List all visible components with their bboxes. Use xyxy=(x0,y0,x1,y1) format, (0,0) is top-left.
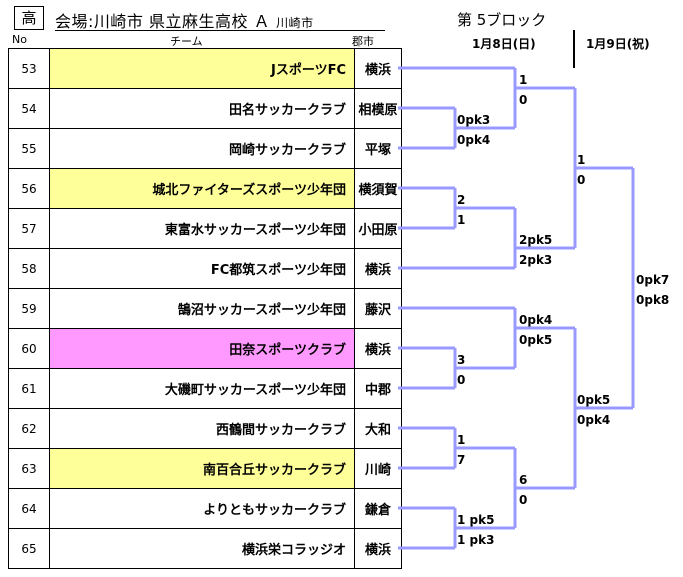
score-label: 0 xyxy=(519,493,527,507)
team-name: 大磯町サッカースポーツ少年団 xyxy=(49,368,355,409)
team-name: 南百合丘サッカークラブ xyxy=(49,448,355,489)
score-label: 0pk8 xyxy=(636,293,669,307)
score-label: 0pk4 xyxy=(457,133,490,147)
score-label: 1 pk5 xyxy=(457,513,494,527)
column-header-no: No xyxy=(12,33,27,46)
score-label: 1 xyxy=(457,433,465,447)
team-name: 西鶴間サッカークラブ xyxy=(49,408,355,449)
column-header-team: チーム xyxy=(170,35,203,48)
team-city: 横浜 xyxy=(354,528,402,569)
team-city: 鎌倉 xyxy=(354,488,402,529)
score-label: 0 xyxy=(519,93,527,107)
team-name: 横浜栄コラッジオ xyxy=(49,528,355,569)
team-name: 東富水サッカースポーツ少年団 xyxy=(49,208,355,249)
score-label: 1 pk3 xyxy=(457,533,494,547)
score-label: 6 xyxy=(519,473,527,487)
team-city: 小田原 xyxy=(354,208,402,249)
team-city: 横浜 xyxy=(354,248,402,289)
score-label: 0 xyxy=(457,373,465,387)
team-city: 大和 xyxy=(354,408,402,449)
score-label: 0pk4 xyxy=(577,413,610,427)
score-label: 7 xyxy=(457,453,465,467)
score-label: 0pk5 xyxy=(519,333,552,347)
score-label: 2 xyxy=(457,193,465,207)
team-number: 62 xyxy=(8,408,50,449)
score-label: 2pk3 xyxy=(519,253,552,267)
date-day1: 1月8日(日) xyxy=(472,37,536,51)
date-day2: 1月9日(祝) xyxy=(586,37,650,51)
score-label: 0pk4 xyxy=(519,313,552,327)
venue-underline xyxy=(55,30,385,31)
score-label: 0pk3 xyxy=(457,113,490,127)
score-label: 2pk5 xyxy=(519,233,552,247)
date-divider xyxy=(573,30,575,68)
block-title: 第 5ブロック xyxy=(457,11,547,29)
team-city: 川崎 xyxy=(354,448,402,489)
column-header-city: 郡市 xyxy=(352,35,374,48)
team-number: 63 xyxy=(8,448,50,489)
score-label: 0pk7 xyxy=(636,273,669,287)
team-city: 横浜 xyxy=(354,328,402,369)
score-label: 1 xyxy=(457,213,465,227)
team-name: 岡崎サッカークラブ xyxy=(49,128,355,169)
venue-title: 会場:川崎市 県立麻生高校 Ａ 川崎市 xyxy=(55,8,314,32)
score-label: 1 xyxy=(577,153,585,167)
team-city: 横浜 xyxy=(354,48,402,89)
team-name: よりともサッカークラブ xyxy=(49,488,355,529)
team-city: 中郡 xyxy=(354,368,402,409)
venue-name: 会場:川崎市 県立麻生高校 Ａ xyxy=(55,12,271,31)
team-name: 城北ファイターズスポーツ少年団 xyxy=(49,168,355,209)
team-number: 60 xyxy=(8,328,50,369)
team-city: 横須賀 xyxy=(354,168,402,209)
team-number: 64 xyxy=(8,488,50,529)
team-number: 65 xyxy=(8,528,50,569)
venue-city: 川崎市 xyxy=(276,16,314,30)
level-badge: 高 xyxy=(14,6,44,30)
team-name: 田奈スポーツクラブ xyxy=(49,328,355,369)
score-label: 0pk5 xyxy=(577,393,610,407)
score-label: 0 xyxy=(577,173,585,187)
score-label: 3 xyxy=(457,353,465,367)
team-number: 55 xyxy=(8,128,50,169)
team-name: JスポーツFC xyxy=(49,48,355,89)
team-city: 平塚 xyxy=(354,128,402,169)
score-label: 1 xyxy=(519,73,527,87)
